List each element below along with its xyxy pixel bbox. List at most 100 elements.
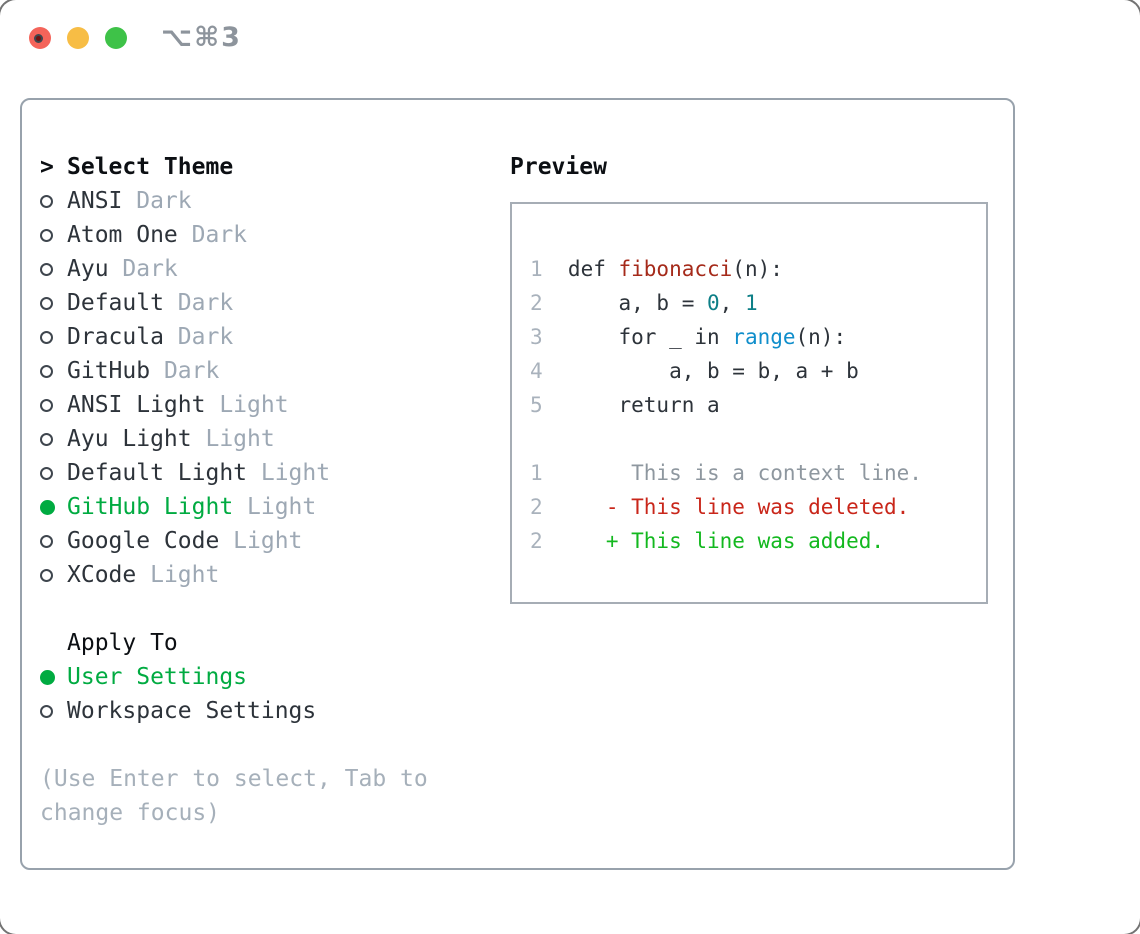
theme-variant-label: Light <box>205 426 275 452</box>
theme-list-header: > Select Theme <box>40 150 460 184</box>
theme-variant-label: Light <box>150 562 220 588</box>
theme-variant-label: Dark <box>163 358 220 384</box>
zoom-button[interactable] <box>105 26 127 49</box>
theme-option-xcode[interactable]: XCode Light <box>40 558 460 592</box>
theme-variant-label: Light <box>260 460 331 486</box>
apply-option-user-settings[interactable]: User Settings <box>40 660 460 694</box>
theme-list-title: Select Theme <box>67 154 234 180</box>
theme-variant-label: Dark <box>191 222 248 248</box>
theme-option-google-code[interactable]: Google Code Light <box>40 524 460 558</box>
theme-option-ayu[interactable]: Ayu Dark <box>40 252 460 286</box>
titlebar: ⌥⌘3 <box>0 0 1140 75</box>
theme-variant-label: Light <box>233 528 303 554</box>
preview-line-code: 3 for _ in range(n): <box>530 320 976 354</box>
code-token: (n): <box>795 325 847 349</box>
close-button[interactable] <box>29 26 51 49</box>
code-token: , <box>719 291 745 315</box>
preview-line-code: 5 return a <box>530 388 976 422</box>
line-number: 1 <box>530 461 543 485</box>
radio-selected-icon <box>40 499 55 515</box>
theme-name: XCode <box>67 562 137 588</box>
radio-icon <box>40 262 53 276</box>
preview-title: Preview <box>510 154 607 180</box>
radio-icon <box>40 330 53 344</box>
radio-icon <box>40 296 53 310</box>
code-token: range <box>732 325 796 349</box>
radio-icon <box>40 364 53 378</box>
theme-name: Atom One <box>67 222 178 248</box>
code-token: + This line was added. <box>567 529 884 553</box>
code-token: 1 <box>744 291 758 315</box>
code-token: for _ in <box>567 325 733 349</box>
selection-prompt-icon: > <box>40 154 54 180</box>
theme-variant-label: Dark <box>177 324 234 350</box>
theme-variant-label: Dark <box>122 256 178 282</box>
theme-name: Ayu Light <box>67 426 192 452</box>
code-token: 0 <box>707 291 720 315</box>
theme-name: Google Code <box>67 528 220 554</box>
radio-icon <box>40 398 53 412</box>
code-token: def <box>567 257 619 281</box>
theme-option-ansi[interactable]: ANSI Dark <box>40 184 460 218</box>
apply-to-header: Apply To <box>40 626 460 660</box>
preview-line-diff-deleted: 2 - This line was deleted. <box>530 490 976 524</box>
code-token: - This line was deleted. <box>567 495 910 519</box>
line-number: 3 <box>530 325 543 349</box>
preview-line-diff-added: 2 + This line was added. <box>530 524 976 558</box>
theme-variant-label: Light <box>247 494 317 520</box>
apply-option-label: User Settings <box>67 664 248 690</box>
theme-option-ayu-light[interactable]: Ayu Light Light <box>40 422 460 456</box>
radio-selected-icon <box>40 669 55 685</box>
theme-name: Default <box>67 290 164 316</box>
preview-line-code: 4 a, b = b, a + b <box>530 354 976 388</box>
radio-icon <box>40 228 53 242</box>
line-number: 2 <box>530 495 543 519</box>
theme-name: ANSI <box>67 188 123 214</box>
theme-name: Dracula <box>67 324 164 350</box>
theme-name: GitHub <box>67 358 151 384</box>
theme-option-dracula[interactable]: Dracula Dark <box>40 320 460 354</box>
radio-icon <box>40 432 53 446</box>
line-number: 2 <box>530 529 543 553</box>
apply-to-title: Apply To <box>67 630 178 656</box>
preview-line-code: 1 def fibonacci(n): <box>530 252 976 286</box>
apply-option-label: Workspace Settings <box>67 698 317 724</box>
theme-option-atom-one[interactable]: Atom One Dark <box>40 218 460 252</box>
code-token: a, b = b, a + b <box>567 359 859 383</box>
code-token: return a <box>567 393 720 417</box>
radio-icon <box>40 466 53 480</box>
theme-variant-label: Light <box>219 392 289 418</box>
keyboard-hint: (Use Enter to select, Tab to change focu… <box>40 766 428 826</box>
radio-icon <box>40 534 53 548</box>
theme-variant-label: Dark <box>177 290 234 316</box>
theme-variant-label: Dark <box>136 188 192 214</box>
theme-option-github[interactable]: GitHub Dark <box>40 354 460 388</box>
code-token: fibonacci <box>618 257 733 281</box>
theme-option-default-light[interactable]: Default Light Light <box>40 456 460 490</box>
radio-icon <box>40 568 53 582</box>
theme-name: Ayu <box>67 256 109 282</box>
code-token: This is a context line. <box>567 461 922 485</box>
theme-name: Default Light <box>67 460 248 486</box>
preview-line-diff-context: 1 This is a context line. <box>530 456 976 490</box>
minimize-button[interactable] <box>67 26 89 49</box>
apply-option-workspace-settings[interactable]: Workspace Settings <box>40 694 460 728</box>
line-number: 5 <box>530 393 543 417</box>
line-number: 1 <box>530 257 543 281</box>
traffic-lights <box>29 26 127 49</box>
theme-option-default[interactable]: Default Dark <box>40 286 460 320</box>
code-token: (n): <box>732 257 783 281</box>
preview-line-blank <box>530 422 976 456</box>
radio-icon <box>40 704 53 718</box>
code-token: a, b = <box>567 291 707 315</box>
close-button-dot-icon <box>34 33 43 43</box>
